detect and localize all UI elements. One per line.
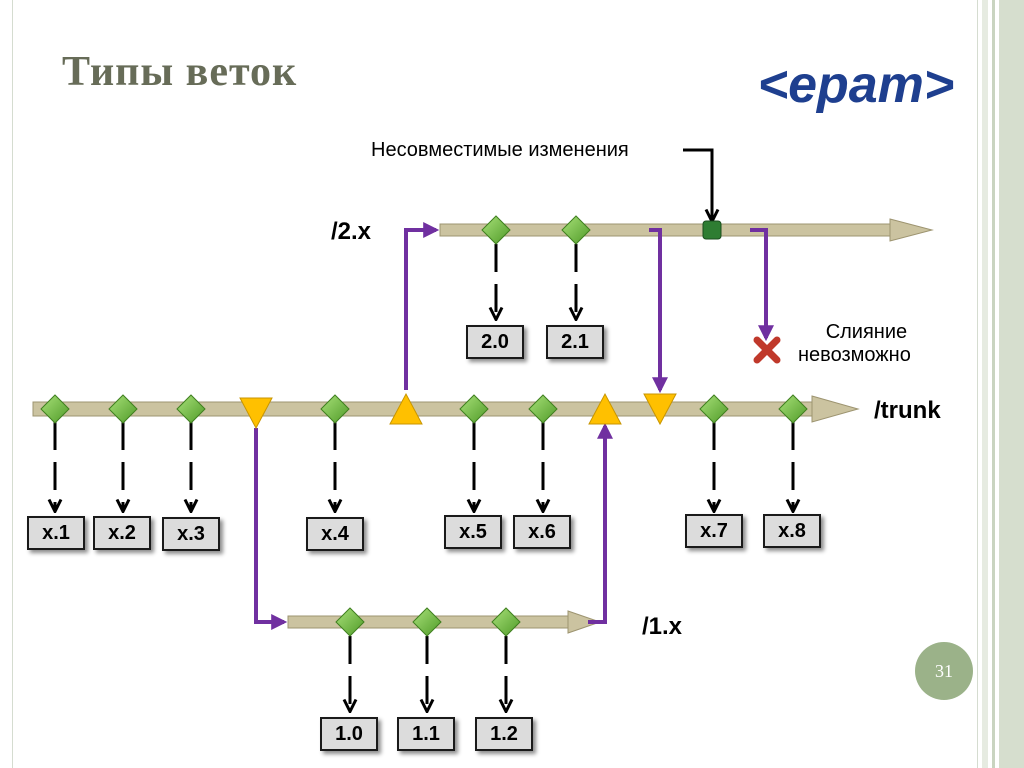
trunk-commits bbox=[40, 394, 808, 424]
tag-1-1: 1.1 bbox=[397, 717, 455, 751]
side-decoration bbox=[982, 0, 1024, 768]
slide-title: Типы веток bbox=[62, 49, 298, 95]
tag-1-2: 1.2 bbox=[475, 717, 533, 751]
branch-label-1x: /1.x bbox=[642, 613, 683, 640]
tag-x3: x.3 bbox=[162, 517, 220, 551]
branch-to-2x-arrow bbox=[404, 222, 440, 390]
trunk-tag-arrows bbox=[55, 422, 793, 510]
impossible-merge-arrow bbox=[750, 228, 774, 342]
tag-x4: x.4 bbox=[306, 517, 364, 551]
merge-impossible-cross-icon bbox=[753, 336, 781, 364]
merge-1x-to-trunk-arrow bbox=[588, 422, 613, 624]
branch-1x-line bbox=[287, 610, 602, 634]
tag-1-0: 1.0 bbox=[320, 717, 378, 751]
branch-point-2x-triangle bbox=[389, 392, 423, 425]
incompatible-changes-label: Несовместимые изменения bbox=[371, 139, 629, 161]
branch-1x-tag-arrows bbox=[350, 636, 506, 710]
slide-frame bbox=[12, 0, 978, 768]
branch-to-1x-arrow bbox=[254, 428, 288, 630]
tag-2-1: 2.1 bbox=[546, 325, 604, 359]
tag-x2: x.2 bbox=[93, 516, 151, 550]
trunk-branch-line bbox=[32, 395, 860, 423]
branch-2x-commits bbox=[481, 215, 591, 245]
branch-2x-tag-arrows bbox=[496, 244, 576, 318]
page-number-badge: 31 bbox=[915, 642, 973, 700]
tag-2-0: 2.0 bbox=[466, 325, 524, 359]
merge-2x-triangle bbox=[643, 393, 677, 426]
epam-logo: <epam> bbox=[758, 56, 955, 114]
tag-x8: x.8 bbox=[763, 514, 821, 548]
merge-impossible-label: Слияние невозможно bbox=[798, 321, 911, 366]
branch-2x-line bbox=[439, 218, 934, 242]
tag-x5: x.5 bbox=[444, 515, 502, 549]
incompatible-change-marker bbox=[702, 220, 722, 240]
tag-x1: x.1 bbox=[27, 516, 85, 550]
branch-label-trunk: /trunk bbox=[874, 397, 941, 424]
merge-2x-to-trunk-arrow bbox=[649, 228, 668, 394]
branch-point-1x-triangle bbox=[239, 397, 273, 430]
incompatible-pointer-arrow bbox=[683, 148, 712, 220]
logo-text: <epam> bbox=[758, 56, 955, 114]
branch-1x-commits bbox=[335, 607, 521, 637]
tag-x6: x.6 bbox=[513, 515, 571, 549]
branch-label-2x: /2.x bbox=[331, 218, 372, 245]
merge-1x-triangle bbox=[588, 392, 622, 425]
tag-x7: x.7 bbox=[685, 514, 743, 548]
